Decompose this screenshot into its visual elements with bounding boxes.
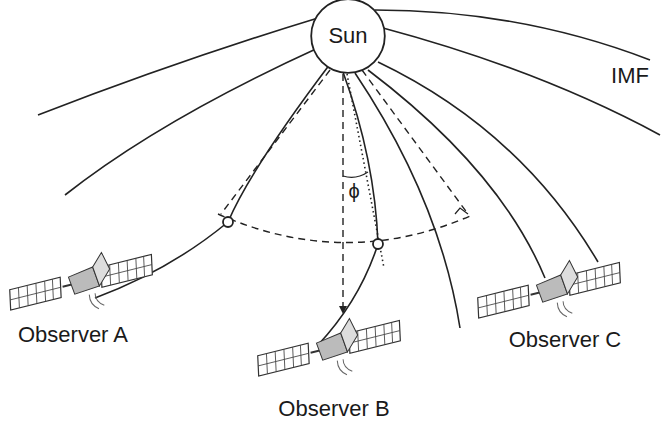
observer-label: Observer B	[278, 397, 389, 421]
field-label: IMF	[609, 64, 651, 88]
satellite-icon	[2, 241, 161, 330]
sun-circle: Sun	[310, 0, 386, 74]
observation-point	[373, 239, 383, 249]
angle-label: ϕ	[346, 180, 361, 202]
observation-point	[223, 217, 233, 227]
dotted-line	[347, 74, 384, 268]
node-text: Sun	[328, 23, 367, 49]
right-angle-mark	[455, 208, 468, 214]
observer-label: Observer A	[18, 323, 128, 347]
angle-arc	[343, 172, 368, 177]
satellite-icon	[470, 249, 629, 338]
satellite-icon	[250, 307, 409, 396]
observer-label: Observer C	[509, 328, 621, 352]
dashed-geometry	[218, 70, 470, 312]
